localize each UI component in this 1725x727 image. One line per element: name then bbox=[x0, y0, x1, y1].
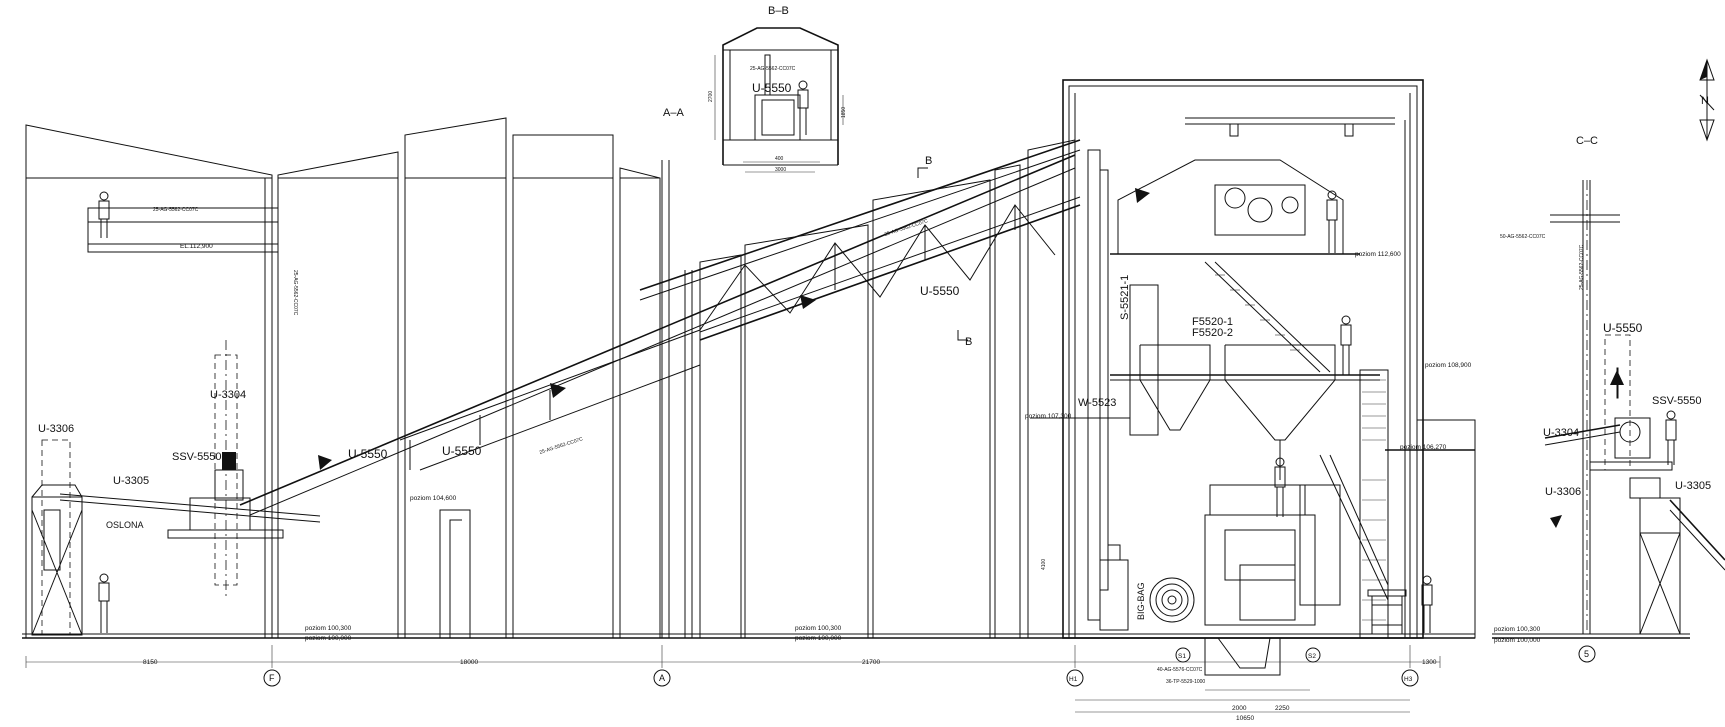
label-u3306-cc: U-3306 bbox=[1545, 486, 1581, 498]
label-u3305-cc: U-3305 bbox=[1675, 480, 1711, 492]
axis-h1: H1 bbox=[1069, 676, 1078, 683]
level-100300-mid: poziom 100,300 bbox=[795, 625, 842, 632]
bottom-dimension-line bbox=[25, 645, 1441, 713]
label-u3304-cc: U-3304 bbox=[1543, 427, 1579, 439]
label-u3305: U-3305 bbox=[113, 475, 149, 487]
north-arrow-icon bbox=[1699, 58, 1715, 142]
dim-10650: 10650 bbox=[1236, 715, 1254, 722]
level-100000-left: poziom 100,000 bbox=[305, 635, 352, 642]
level-100300-left: poziom 100,300 bbox=[305, 625, 352, 632]
pipe-label-5: 25-AG-5562-CC07C bbox=[292, 270, 298, 316]
dim-21700: 21700 bbox=[862, 659, 880, 666]
pipe-label-1: 25-AG-5562-CC07C bbox=[153, 207, 199, 213]
label-f5520-1: F5520-1 bbox=[1192, 316, 1233, 328]
level-107300: poziom 107,300 bbox=[1025, 413, 1072, 420]
pipe-label-9: 36-TP-5529-1000 bbox=[1166, 679, 1205, 685]
dim-8150: 8150 bbox=[143, 659, 158, 666]
right-building bbox=[1030, 79, 1476, 676]
pipe-label-8: 40-AG-5576-CC07C bbox=[1157, 667, 1203, 673]
axis-s2: S2 bbox=[1308, 653, 1316, 660]
section-cut-markers bbox=[917, 167, 968, 341]
label-ssv5550-cc: SSV-5550 bbox=[1652, 395, 1702, 407]
axis-f: F bbox=[269, 673, 275, 683]
label-u5550-cc: U-5550 bbox=[1603, 321, 1643, 335]
label-bigbag: BIG-BAG bbox=[1136, 582, 1146, 620]
section-marker-b-top: B bbox=[925, 155, 932, 167]
section-marker-b-bottom: B bbox=[965, 336, 972, 348]
label-u5550-bb: U-5550 bbox=[752, 81, 792, 95]
pipe-label-3: 25-AG-5562-CC07C bbox=[884, 218, 929, 238]
dim-400: 400 bbox=[775, 156, 784, 162]
level-106270: poziom 106,270 bbox=[1400, 444, 1447, 451]
section-bb-title: B–B bbox=[768, 5, 789, 17]
section-bb-inset bbox=[714, 27, 844, 173]
pipe-label-4: 25-AG-5562-CC07C bbox=[539, 436, 584, 456]
label-w5523: W-5523 bbox=[1078, 397, 1116, 409]
conveyor-u5550 bbox=[59, 139, 1150, 523]
label-u3306: U-3306 bbox=[38, 423, 74, 435]
human-figures bbox=[98, 80, 1677, 633]
labels: B–B A–A C–C B B U-5550 U-5550 U-5550 U-5… bbox=[38, 5, 1711, 722]
axis-s1: S1 bbox=[1178, 653, 1186, 660]
level-112600: poziom 112,600 bbox=[1355, 251, 1401, 258]
north-label: N bbox=[1701, 95, 1709, 107]
label-u5550-left: U-5550 bbox=[348, 447, 388, 461]
pipe-label-6: 50-AG-5562-CC07C bbox=[1500, 234, 1546, 240]
dim-2700: 2700 bbox=[708, 91, 714, 102]
label-oslona: OSLONA bbox=[106, 520, 144, 530]
dim-2250: 2250 bbox=[1275, 705, 1290, 712]
dim-3000: 3000 bbox=[775, 167, 786, 173]
level-108900: poziom 108,900 bbox=[1425, 362, 1472, 369]
label-u5550-mid: U-5550 bbox=[442, 444, 482, 458]
level-el112900: EL.112,900 bbox=[180, 243, 213, 250]
label-ssv5550: SSV-5550 bbox=[172, 451, 222, 463]
level-100000-cc: poziom 100,000 bbox=[1494, 637, 1541, 644]
pipe-label-2: 25-AG-5562-CC07C bbox=[750, 66, 796, 72]
axis-bubbles bbox=[263, 645, 1596, 687]
pipe-label-7: 25-AG-5562-CC07C bbox=[1579, 244, 1585, 290]
level-100300-cc: poziom 100,300 bbox=[1494, 626, 1541, 633]
label-u5550-conveyor-upper: U-5550 bbox=[920, 284, 960, 298]
section-cc-title: C–C bbox=[1576, 135, 1598, 147]
section-aa-title: A–A bbox=[663, 107, 684, 119]
dim-1850: 1850 bbox=[841, 107, 847, 118]
dim-1300: 1300 bbox=[1422, 659, 1437, 666]
label-u3304: U-3304 bbox=[210, 389, 246, 401]
dim-2000: 2000 bbox=[1232, 705, 1247, 712]
axis-h3: H3 bbox=[1404, 676, 1413, 683]
level-104600: poziom 104,600 bbox=[410, 495, 457, 502]
axis-5: 5 bbox=[1584, 649, 1589, 659]
left-hopper-structure bbox=[31, 207, 284, 636]
dim-18000: 18000 bbox=[460, 659, 478, 666]
axis-a: A bbox=[659, 673, 665, 683]
level-100000-mid: poziom 100,000 bbox=[795, 635, 842, 642]
label-f5520-2: F5520-2 bbox=[1192, 327, 1233, 339]
section-cc-inset bbox=[1544, 180, 1725, 635]
label-s5521: S-5521-1 bbox=[1119, 275, 1131, 320]
dim-4100: 4100 bbox=[1041, 559, 1047, 570]
